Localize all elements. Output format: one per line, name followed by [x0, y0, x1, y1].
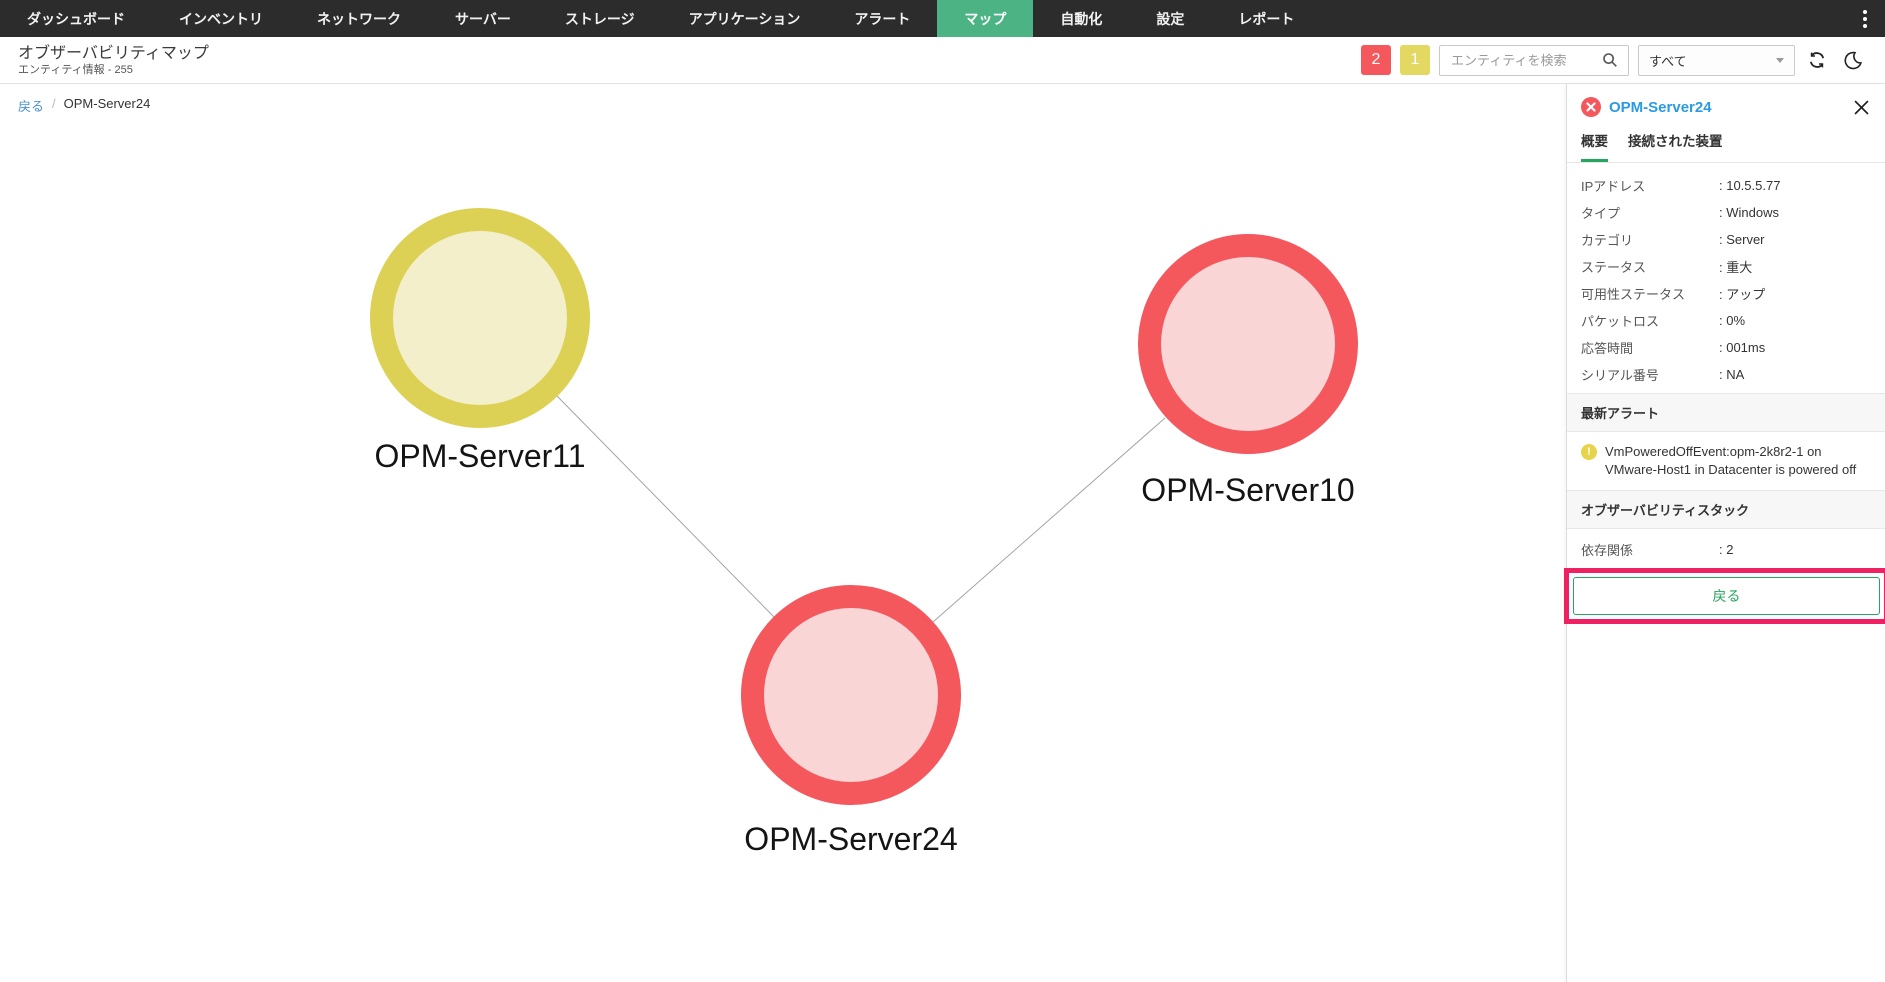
page-header: オブザーバビリティマップ エンティティ情報 - 255 2 1 すべて — [0, 37, 1885, 84]
chevron-down-icon — [1776, 57, 1784, 63]
detail-value: : 10.5.5.77 — [1719, 178, 1781, 193]
detail-value: : 2 — [1719, 542, 1734, 557]
detail-label: パケットロス — [1581, 314, 1660, 329]
breadcrumb-current: OPM-Server24 — [63, 96, 151, 111]
nav-item-automation[interactable]: 自動化 — [1060, 10, 1103, 27]
nav-item-network[interactable]: ネットワーク — [317, 10, 401, 27]
detail-label: タイプ — [1581, 206, 1621, 221]
edge-server11-server24 — [556, 395, 775, 618]
nav-item-map[interactable]: マップ — [937, 0, 1034, 37]
edge-server10-server24 — [932, 417, 1166, 623]
annotation-highlight-box: 戻る — [1564, 568, 1885, 624]
tab-connected-devices[interactable]: 接続された装置 — [1628, 134, 1723, 149]
detail-row-response-time: 応答時間 : 001ms — [1567, 334, 1885, 361]
close-icon[interactable] — [1851, 97, 1871, 117]
node-label-opm-server10: OPM-Server10 — [1141, 472, 1354, 508]
detail-value: : 001ms — [1719, 340, 1766, 355]
detail-label: シリアル番号 — [1581, 368, 1659, 383]
observability-stack-section-header: オブザーバビリティスタック — [1567, 490, 1885, 529]
detail-row-ip-address: IPアドレス : 10.5.5.77 — [1567, 172, 1885, 199]
nav-item-alert[interactable]: アラート — [854, 10, 911, 27]
detail-label: 可用性ステータス — [1581, 287, 1686, 302]
detail-label: 依存関係 — [1581, 543, 1634, 558]
detail-label: IPアドレス — [1581, 179, 1646, 194]
detail-row-packet-loss: パケットロス : 0% — [1567, 307, 1885, 334]
entity-details-panel: OPM-Server24 概要 接続された装置 IPアドレス : 10.5.5.… — [1564, 84, 1885, 982]
map-content-area: 戻る / OPM-Server24 OPM-Server11 OPM-Serve… — [0, 84, 1885, 982]
warning-count-badge[interactable]: 1 — [1400, 45, 1430, 75]
nav-item-inventory[interactable]: インベントリ — [179, 10, 263, 27]
latest-alerts-section-header: 最新アラート — [1567, 393, 1885, 432]
page-title: オブザーバビリティマップ — [18, 44, 209, 62]
alert-message: VmPoweredOffEvent:opm-2k8r2-1 on VMware-… — [1605, 444, 1857, 477]
detail-row-status: ステータス : 重大 — [1567, 253, 1885, 280]
nav-item-storage[interactable]: ストレージ — [564, 10, 635, 27]
detail-value: : アップ — [1719, 287, 1766, 302]
detail-row-dependencies: 依存関係 : 2 — [1567, 536, 1885, 563]
search-icon[interactable] — [1601, 51, 1619, 69]
tab-overview[interactable]: 概要 — [1581, 130, 1608, 162]
warning-icon: ! — [1581, 444, 1597, 460]
critical-count-badge[interactable]: 2 — [1361, 45, 1391, 75]
detail-row-availability: 可用性ステータス : アップ — [1567, 280, 1885, 307]
dark-mode-moon-icon[interactable] — [1839, 47, 1865, 73]
detail-value: : NA — [1719, 367, 1745, 382]
topology-map: OPM-Server11 OPM-Server10 OPM-Server24 — [370, 208, 1358, 857]
nav-item-settings[interactable]: 設定 — [1156, 10, 1185, 27]
entity-search-input[interactable] — [1449, 51, 1595, 69]
panel-tabs: 概要 接続された装置 — [1567, 126, 1885, 163]
refresh-icon[interactable] — [1804, 47, 1830, 73]
detail-row-category: カテゴリ : Server — [1567, 226, 1885, 253]
detail-value: : Server — [1719, 232, 1765, 247]
nav-item-dashboard[interactable]: ダッシュボード — [27, 10, 125, 27]
entity-details-list: IPアドレス : 10.5.5.77 タイプ : Windows カテゴリ : … — [1567, 163, 1885, 393]
alert-list-item[interactable]: ! VmPoweredOffEvent:opm-2k8r2-1 on VMwar… — [1567, 432, 1885, 490]
detail-value: : Windows — [1719, 205, 1779, 220]
entity-filter-dropdown[interactable]: すべて — [1638, 44, 1795, 76]
kebab-menu-icon[interactable] — [1845, 0, 1885, 37]
page-header-titles: オブザーバビリティマップ エンティティ情報 - 255 — [18, 44, 209, 77]
detail-label: ステータス — [1581, 260, 1647, 275]
node-opm-server11[interactable] — [370, 208, 590, 428]
critical-status-icon — [1581, 97, 1601, 117]
detail-row-serial-number: シリアル番号 : NA — [1567, 361, 1885, 388]
node-opm-server24[interactable] — [741, 585, 961, 805]
detail-row-type: タイプ : Windows — [1567, 199, 1885, 226]
node-label-opm-server24: OPM-Server24 — [744, 821, 957, 857]
detail-value: : 0% — [1719, 313, 1746, 328]
detail-label: 応答時間 — [1581, 341, 1634, 356]
breadcrumb-back-link[interactable]: 戻る — [18, 99, 45, 114]
panel-entity-title[interactable]: OPM-Server24 — [1609, 98, 1712, 116]
nav-item-report[interactable]: レポート — [1238, 10, 1295, 27]
detail-value: : 重大 — [1719, 260, 1753, 275]
entity-search-box — [1439, 44, 1629, 76]
nav-item-application[interactable]: アプリケーション — [688, 10, 801, 27]
breadcrumb: 戻る / OPM-Server24 — [18, 96, 150, 115]
page-subtitle: エンティティ情報 - 255 — [18, 63, 133, 76]
back-button[interactable]: 戻る — [1573, 577, 1880, 615]
nav-item-server[interactable]: サーバー — [455, 10, 511, 27]
top-nav: ダッシュボード インベントリ ネットワーク サーバー ストレージ アプリケーショ… — [0, 0, 1885, 37]
node-opm-server10[interactable] — [1138, 234, 1358, 454]
entity-filter-value: すべて — [1649, 53, 1687, 69]
breadcrumb-separator: / — [52, 96, 56, 111]
node-label-opm-server11: OPM-Server11 — [374, 438, 585, 474]
detail-label: カテゴリ — [1581, 233, 1634, 248]
